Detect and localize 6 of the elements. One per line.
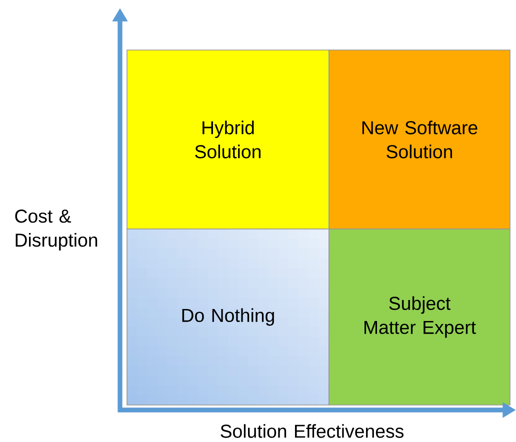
quadrant-box: Hybrid Solution — [126, 50, 330, 230]
axis-label: Cost & Disruption — [15, 210, 98, 250]
axis-label: Solution Effectiveness — [220, 424, 404, 438]
quadrant-box: Subject Matter Expert — [328, 228, 510, 406]
quadrant-box: Do Nothing — [126, 228, 330, 406]
quadrant-box: New Software Solution — [328, 50, 510, 230]
